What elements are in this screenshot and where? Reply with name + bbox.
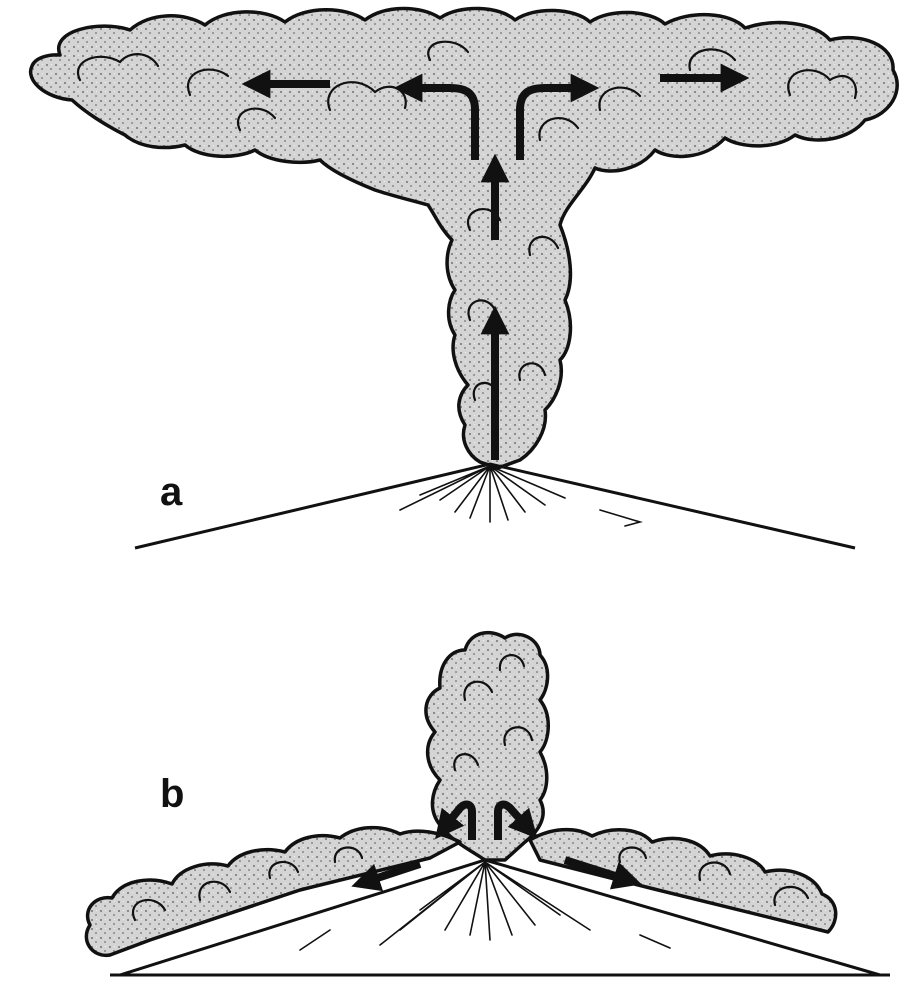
volcano-a-profile xyxy=(135,464,855,548)
panel-label-b: b xyxy=(160,772,184,817)
umbrella-cloud xyxy=(31,8,898,468)
panel-label-a: a xyxy=(160,470,182,515)
panel-a-plume xyxy=(31,8,898,468)
left-pyroclastic-flow xyxy=(86,828,460,956)
panel-b-plume xyxy=(86,633,835,956)
volcano-a xyxy=(135,464,855,548)
